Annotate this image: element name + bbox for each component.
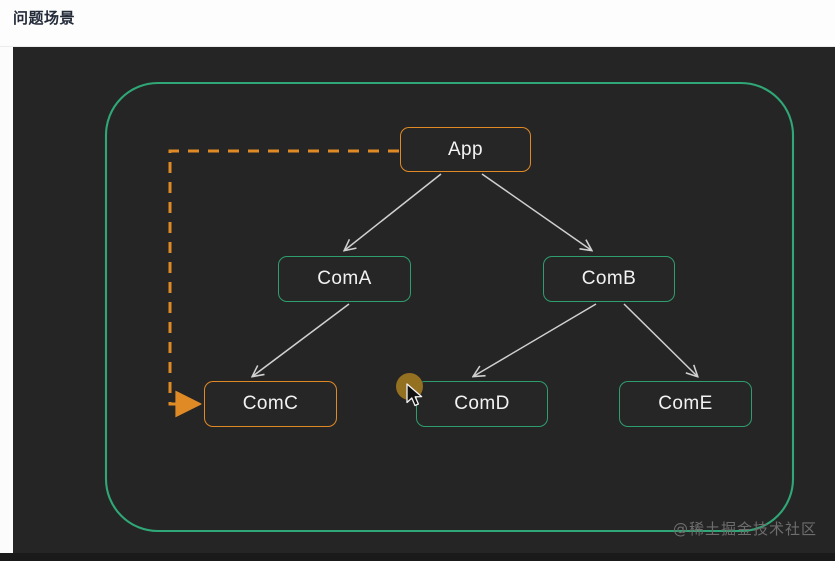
node-coma-label: ComA — [317, 268, 372, 289]
diagram-canvas: App ComA ComB ComC ComD ComE @稀土掘金技术社区 — [13, 47, 835, 553]
watermark-label: @稀土掘金技术社区 — [672, 520, 817, 538]
diagram-svg — [104, 81, 795, 533]
node-app-label: App — [447, 138, 483, 160]
node-comc[interactable]: ComC — [204, 381, 337, 427]
edge-coma-comc — [253, 303, 350, 376]
outer-container-rect — [104, 81, 795, 533]
edge-app-comb — [481, 173, 591, 250]
page-title: 问题场景 — [13, 10, 76, 27]
edge-app-coma — [345, 173, 442, 250]
node-come[interactable]: ComE — [619, 381, 752, 427]
node-app[interactable]: App — [400, 127, 531, 172]
node-coma[interactable]: ComA — [278, 256, 411, 302]
node-comc-label: ComC — [242, 393, 299, 414]
node-come-label: ComE — [658, 393, 713, 414]
bottom-strip — [0, 553, 835, 561]
page-header: 问题场景 — [0, 0, 835, 47]
node-comb-label: ComB — [581, 268, 637, 289]
node-comd-label: ComD — [454, 393, 510, 414]
edge-comb-come — [623, 303, 697, 376]
edge-comb-comd — [474, 303, 597, 376]
node-comb[interactable]: ComB — [543, 256, 675, 302]
node-comd[interactable]: ComD — [416, 381, 548, 427]
